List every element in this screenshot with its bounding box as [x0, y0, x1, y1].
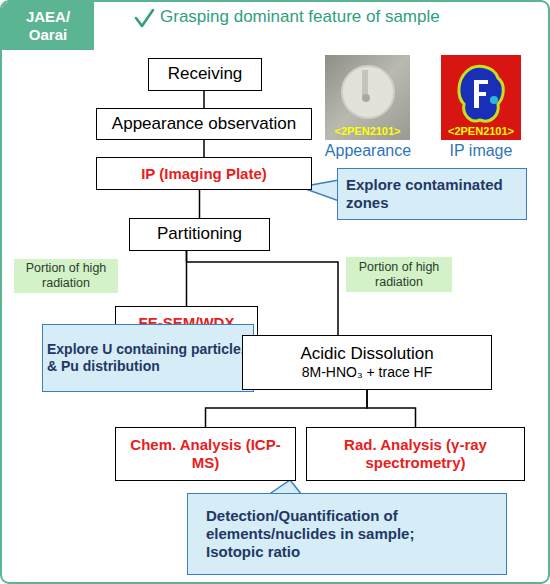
- callout-box: Explore contaminated zones: [337, 168, 527, 220]
- ip-mark: [474, 80, 488, 108]
- process-box: Chem. Analysis (ICP-MS): [115, 427, 296, 481]
- flow-connector: [206, 390, 368, 427]
- process-box: Acidic Dissolution8M-HNO₃ + trace HF: [242, 335, 492, 390]
- process-box: Rad. Analysis (γ-ray spectrometry): [306, 427, 525, 481]
- sample-disc: [342, 66, 394, 118]
- image-caption: Appearance: [320, 142, 416, 160]
- image-tag: <2PEN2101>: [325, 125, 410, 137]
- organization-tab: JAEA/ Oarai: [2, 2, 94, 50]
- ip-image: [441, 55, 521, 140]
- ip-blob: [459, 66, 503, 121]
- process-box: IP (Imaging Plate): [96, 157, 312, 190]
- node-text: Acidic Dissolution: [247, 344, 487, 364]
- node-text: Receiving: [153, 64, 257, 84]
- image-tag: <2PEN2101>: [441, 125, 521, 137]
- callout-box: Explore U containing particle, & Pu dist…: [42, 324, 254, 392]
- flow-connector: [203, 140, 205, 157]
- check-mark: [136, 10, 153, 26]
- node-text: JAEA/ Oarai: [12, 8, 84, 44]
- flow-connector: [199, 190, 201, 218]
- node-text: Partitioning: [134, 224, 265, 244]
- node-text: Chem. Analysis (ICP-MS): [124, 436, 287, 472]
- appearance-photo: [325, 55, 410, 140]
- image-caption: IP image: [438, 142, 524, 160]
- node-text: IP (Imaging Plate): [101, 165, 307, 183]
- node-text: Explore U containing particle, & Pu dist…: [47, 341, 249, 375]
- flow-connector: [186, 251, 188, 306]
- sample-spot: [362, 94, 370, 102]
- node-text: Rad. Analysis (γ-ray spectrometry): [315, 436, 516, 472]
- edge-label: Portion of high radiation: [346, 257, 452, 292]
- flow-connector: [203, 91, 205, 108]
- node-text: Appearance observation: [101, 114, 307, 134]
- flow-connector: [367, 390, 416, 427]
- node-text: Explore contaminated zones: [346, 176, 518, 212]
- photo-background: [325, 55, 410, 140]
- process-box: Appearance observation: [96, 108, 312, 140]
- ip-background: [441, 55, 521, 140]
- node-text: Detection/Quantification of elements/nuc…: [206, 507, 446, 561]
- process-box: Partitioning: [129, 218, 270, 251]
- ip-spot: [490, 96, 498, 104]
- node-text: 8M-HNO₃ + trace HF: [247, 364, 487, 381]
- edge-label: Portion of high radiation: [14, 259, 118, 293]
- process-box: Receiving: [148, 58, 262, 91]
- diagram-title: Grasping dominant feature of sample: [160, 7, 540, 27]
- callout-box: Detection/Quantification of elements/nuc…: [187, 493, 507, 575]
